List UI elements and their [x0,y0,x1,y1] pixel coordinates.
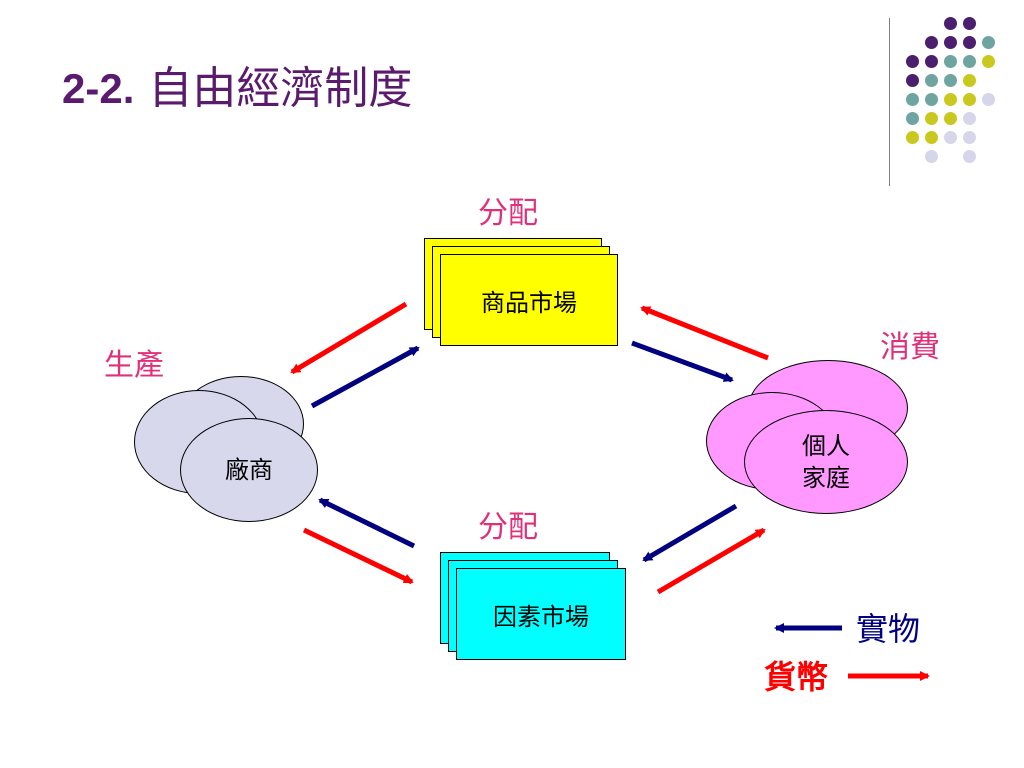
decorative-dot [963,74,976,87]
decorative-dot [982,55,995,68]
decorative-dot [963,17,976,30]
arrow-product-to-households-goods [631,340,734,383]
decorative-dot [944,131,957,144]
legend-money-label: 貨幣 [764,658,829,696]
decorative-dot [925,55,938,68]
title-text: 自由經濟制度 [148,63,413,114]
arrow-factor-to-firms-goods [318,497,416,549]
decorative-dot [944,36,957,49]
decorative-dot [925,112,938,125]
decorative-dot [944,93,957,106]
decorative-dot [963,36,976,49]
households-label-line1: 個人 [802,432,850,460]
decorative-dot [925,150,938,163]
decorative-dot [925,93,938,106]
decorative-dot [906,131,919,144]
decorative-dot [963,131,976,144]
decorative-dot [963,55,976,68]
decorative-dot [963,112,976,125]
factor-market-box [456,568,626,660]
product-market-box [440,254,618,346]
decorative-dot [963,93,976,106]
firms-caption: 生產 [104,348,164,383]
legend-goods-label: 實物 [856,610,921,648]
title-number: 2-2. [62,65,135,112]
households-label-line2: 家庭 [802,464,850,492]
households-caption: 消費 [880,330,940,365]
decorative-dot [982,93,995,106]
arrow-households-to-factor-goods [642,503,738,563]
decorative-divider [889,18,890,186]
factor-market-label: 因素市場 [493,602,589,631]
decorative-dot [906,112,919,125]
arrow-firms-to-factor-money [302,527,414,585]
households-label: 個人 家庭 [744,410,908,514]
decorative-dot [944,55,957,68]
arrow-factor-to-households-money [656,527,766,595]
decorative-dot [944,74,957,87]
arrow-households-to-product-money [640,305,769,361]
factor-market-caption: 分配 [478,510,538,545]
households-ellipse [744,410,908,514]
slide-title: 2-2. 自由經濟制度 [62,52,412,132]
product-market-caption: 分配 [478,196,538,231]
decorative-dot [925,131,938,144]
decorative-dot [963,150,976,163]
decorative-dot [906,93,919,106]
decorative-dot [944,17,957,30]
product-market-label: 商品市場 [481,288,577,317]
firms-ellipse [180,418,318,522]
decorative-dot [982,36,995,49]
decorative-dot [925,36,938,49]
decorative-dot [925,74,938,87]
arrow-product-to-firms-money [290,301,408,375]
arrow-firms-to-product-goods [310,345,420,409]
decorative-dot [944,112,957,125]
firms-label: 廠商 [225,456,273,484]
decorative-dot [906,55,919,68]
decorative-dot [906,74,919,87]
